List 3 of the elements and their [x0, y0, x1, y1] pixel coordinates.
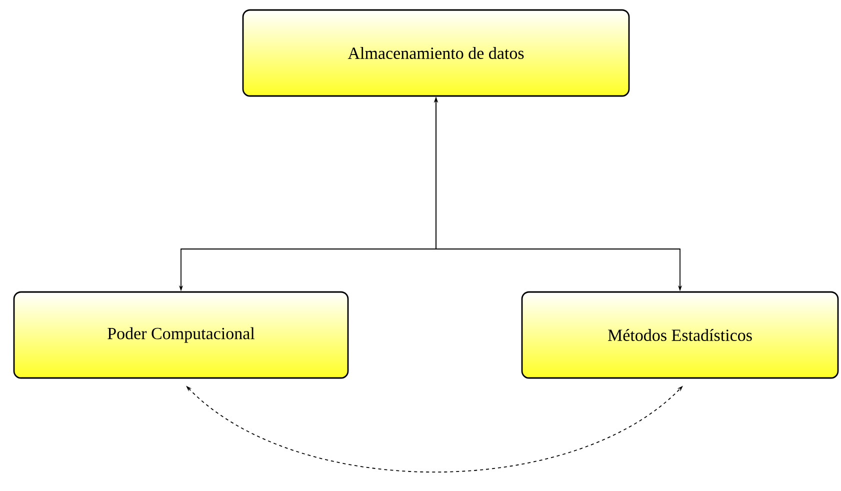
- process-box: Poder Computacional: [13, 291, 349, 379]
- process-box: Métodos Estadísticos: [521, 291, 839, 379]
- process-box: Almacenamiento de datos: [242, 9, 630, 97]
